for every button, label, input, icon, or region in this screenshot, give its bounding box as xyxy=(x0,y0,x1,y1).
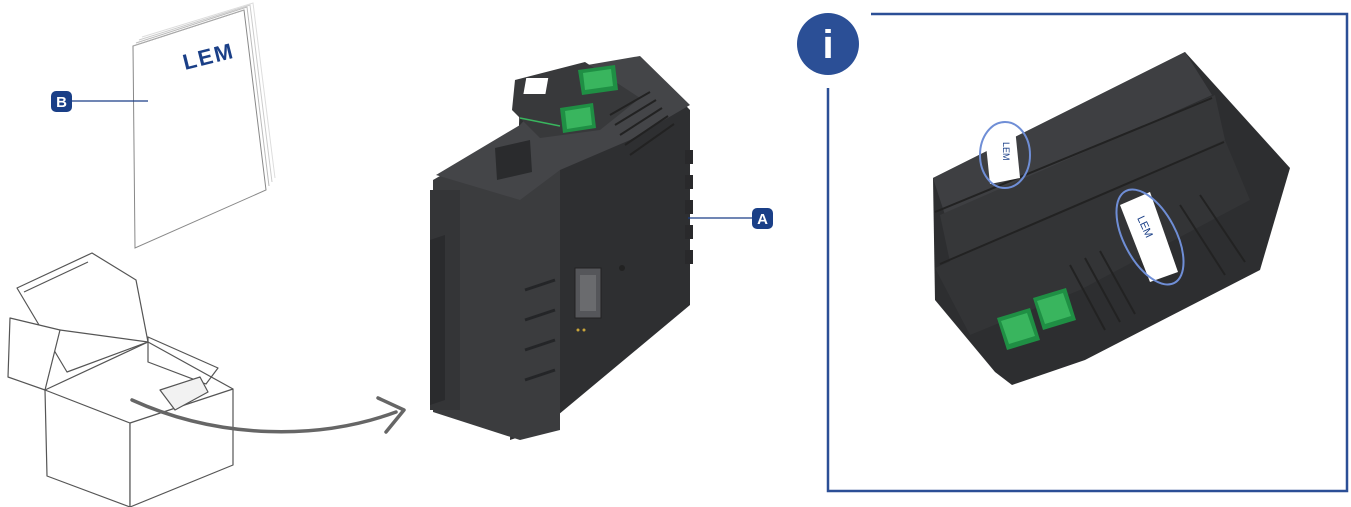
manual-booklet: LEM xyxy=(132,2,276,249)
open-box xyxy=(7,252,234,507)
callout-a-marker: A xyxy=(752,208,773,229)
info-icon: i xyxy=(797,13,859,75)
info-icon-symbol: i xyxy=(822,23,833,67)
callout-b-letter: B xyxy=(56,94,67,111)
label-highlight-1 xyxy=(979,121,1031,189)
callout-b-marker: B xyxy=(51,91,72,112)
info-panel: i LEM LE xyxy=(797,12,1349,493)
unpack-arrow xyxy=(130,396,406,434)
label-logo-top: LEM xyxy=(1001,142,1011,161)
device-bottom-view: LEM LEM xyxy=(933,52,1290,385)
label-highlight-2 xyxy=(1115,188,1185,286)
callout-a-letter: A xyxy=(757,211,768,228)
current-sensor-device xyxy=(430,56,693,440)
